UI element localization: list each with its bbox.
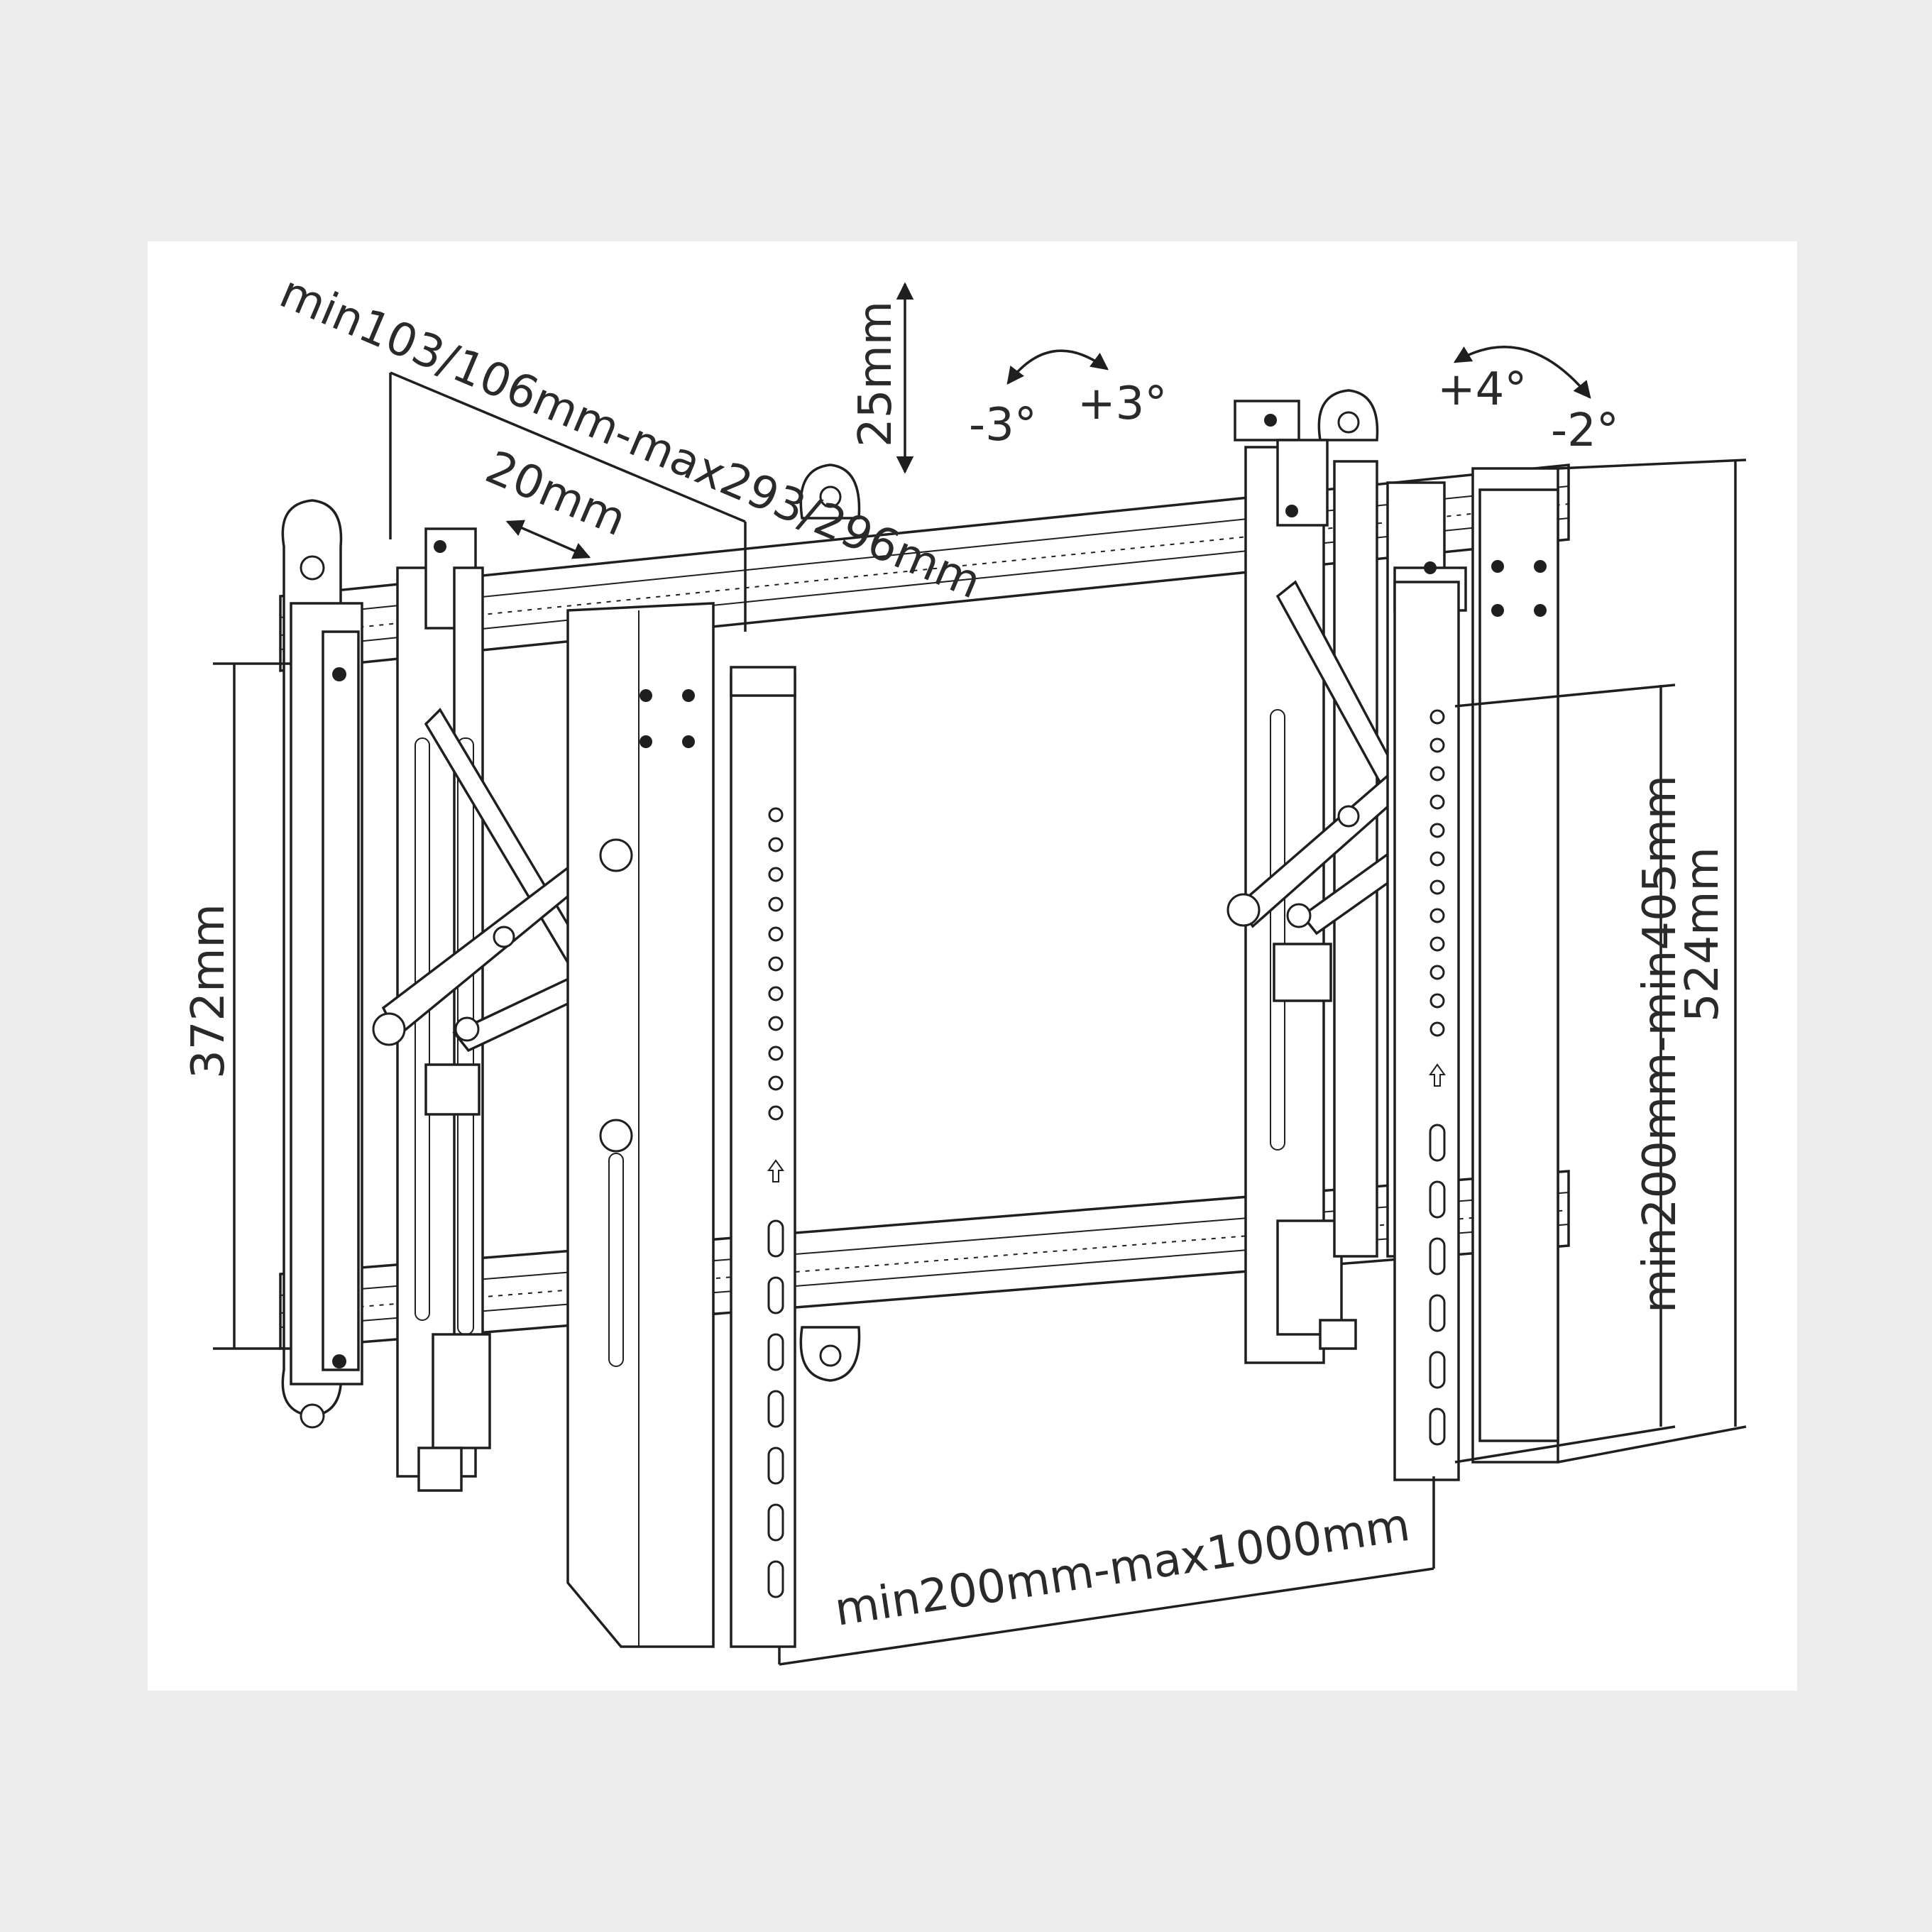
dimension-lines (213, 282, 1747, 1666)
right-bracket-assembly (1226, 389, 1559, 1481)
vertical-adjust-label: 25mm (850, 301, 902, 447)
tilt-left-plus-label: +3° (1077, 378, 1167, 430)
arm-height-label: 372mm (182, 904, 235, 1079)
tilt-right-minus-label: -2° (1551, 405, 1619, 457)
tilt-left-minus-label: -3° (969, 399, 1037, 451)
vesa-vertical-label: min200mm-min405mm (1634, 775, 1686, 1313)
left-bracket-assembly (281, 499, 796, 1648)
total-height-label: 524mm (1676, 847, 1729, 1022)
tilt-right-plus-label: +4° (1437, 363, 1527, 416)
